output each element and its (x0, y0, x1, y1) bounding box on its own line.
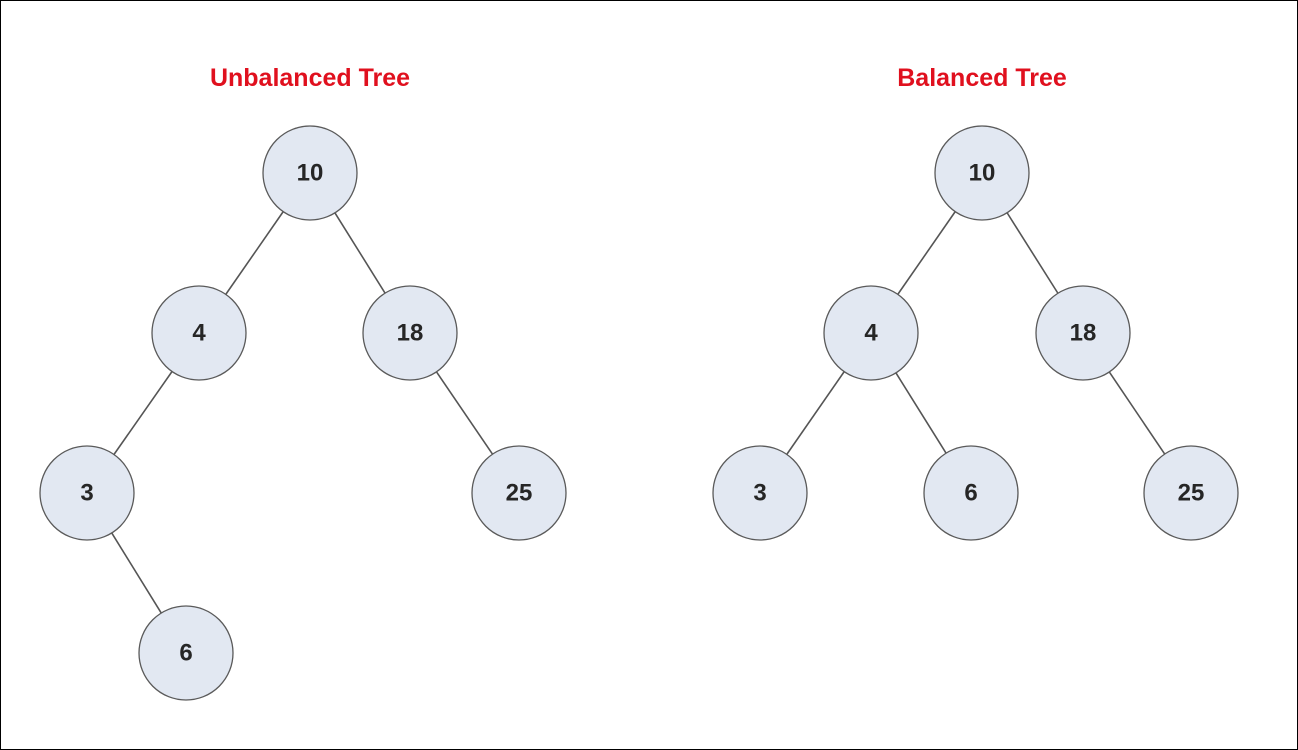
balanced-node-6: 6 (923, 445, 1019, 541)
unbalanced-edge-10-18 (334, 212, 386, 294)
balanced-node-18: 18 (1035, 285, 1131, 381)
unbalanced-edge-18-25 (435, 371, 494, 455)
node-circle (1143, 445, 1239, 541)
unbalanced-edge-10-4 (225, 211, 284, 295)
node-label: 3 (753, 479, 766, 506)
node-circle (1035, 285, 1131, 381)
node-circle (823, 285, 919, 381)
node-label: 3 (80, 479, 93, 506)
unbalanced-tree-title: Unbalanced Tree (209, 64, 411, 92)
node-circle (138, 605, 234, 701)
node-circle (923, 445, 1019, 541)
node-label: 18 (397, 319, 424, 346)
node-label: 25 (506, 479, 533, 506)
node-label: 4 (864, 319, 878, 346)
balanced-node-3: 3 (712, 445, 808, 541)
balanced-tree-title: Balanced Tree (897, 64, 1067, 92)
balanced-node-25: 25 (1143, 445, 1239, 541)
node-circle (151, 285, 247, 381)
unbalanced-node-10: 10 (262, 125, 358, 221)
balanced-edge-10-4 (897, 211, 956, 295)
balanced-node-4: 4 (823, 285, 919, 381)
node-circle (362, 285, 458, 381)
balanced-edge-4-6 (895, 372, 947, 454)
unbalanced-edge-3-6 (111, 532, 162, 614)
balanced-node-10: 10 (934, 125, 1030, 221)
node-label: 18 (1070, 319, 1097, 346)
balanced-edge-10-18 (1006, 212, 1059, 294)
node-label: 4 (192, 319, 206, 346)
unbalanced-node-3: 3 (39, 445, 135, 541)
node-circle (934, 125, 1030, 221)
node-circle (471, 445, 567, 541)
node-label: 10 (297, 159, 324, 186)
node-label: 6 (964, 479, 977, 506)
unbalanced-node-4: 4 (151, 285, 247, 381)
node-label: 10 (969, 159, 996, 186)
unbalanced-node-18: 18 (362, 285, 458, 381)
unbalanced-edge-4-3 (113, 371, 173, 455)
node-label: 6 (179, 639, 192, 666)
balanced-edge-18-25 (1108, 371, 1166, 455)
balanced-edge-4-3 (786, 371, 845, 455)
nodes-layer: 10 4 18 3 25 6 10 4 18 3 6 25 (39, 125, 1239, 701)
node-circle (712, 445, 808, 541)
unbalanced-node-6: 6 (138, 605, 234, 701)
node-circle (39, 445, 135, 541)
unbalanced-node-25: 25 (471, 445, 567, 541)
node-circle (262, 125, 358, 221)
edges-layer (111, 211, 1166, 614)
node-label: 25 (1178, 479, 1205, 506)
